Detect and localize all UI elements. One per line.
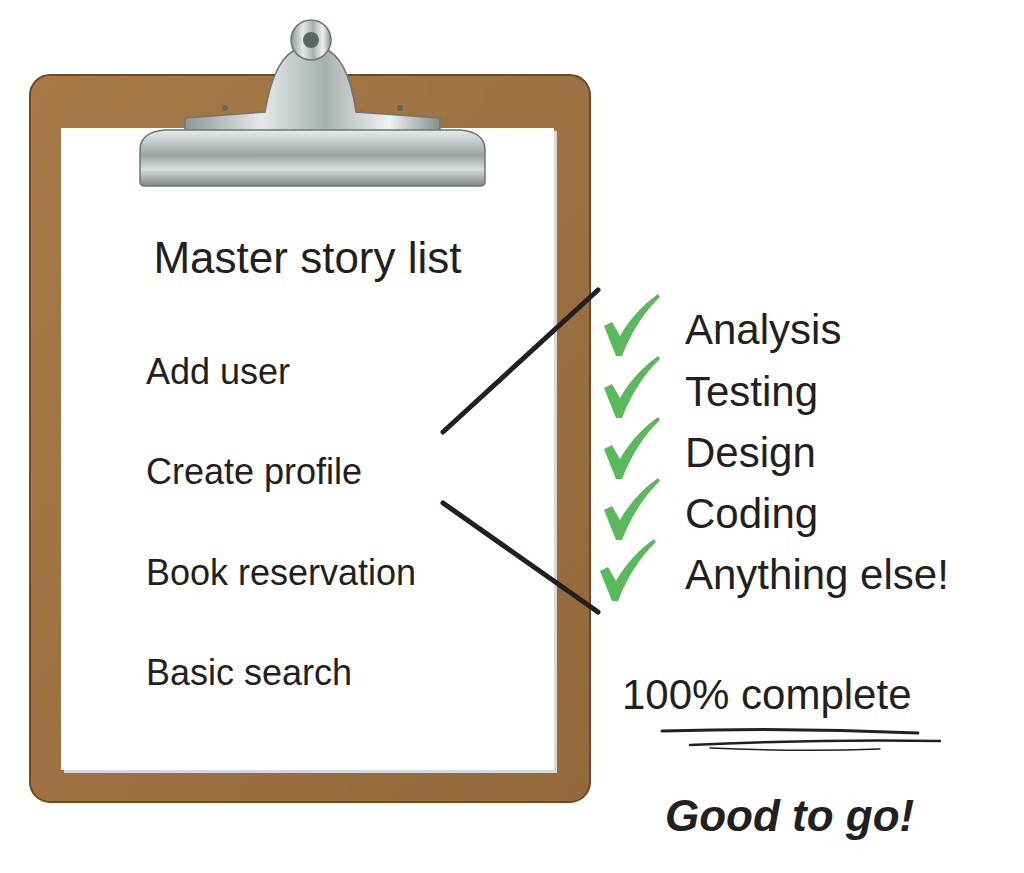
bracket-line [443,290,598,432]
list-title: Master story list [153,232,461,285]
check-mark [604,417,660,479]
story-list-sheet: Master story listAdd userCreate profileB… [61,128,554,770]
status-text: 100% complete [622,670,912,720]
underline-stroke [690,741,940,746]
clip-hole [303,32,319,48]
clip-plate [140,130,485,186]
check-marks [600,294,660,601]
bracket-line [443,503,598,612]
clip-ring [291,20,331,60]
story-item: Book reservation [146,551,416,594]
paper-sheet [61,128,554,770]
checklist-item: Analysis [685,305,841,355]
check-mark [604,356,660,418]
underline-stroke [662,729,918,733]
checklist-item: Anything else! [685,550,949,600]
clipboard-board [30,75,590,802]
story-item: Create profile [146,450,362,493]
check-mark [600,539,656,601]
clip-rivet [222,105,228,111]
handwritten-note: Good to go! [665,790,914,843]
check-mark [604,478,660,540]
checklist-item: Design [685,428,816,478]
story-item: Basic search [146,651,352,694]
underline-stroke [710,748,880,750]
clip-rivet [397,105,403,111]
checklist-item: Testing [685,367,818,417]
story-item: Add user [146,350,290,393]
checklist-item: Coding [685,489,818,539]
check-mark [604,294,660,356]
